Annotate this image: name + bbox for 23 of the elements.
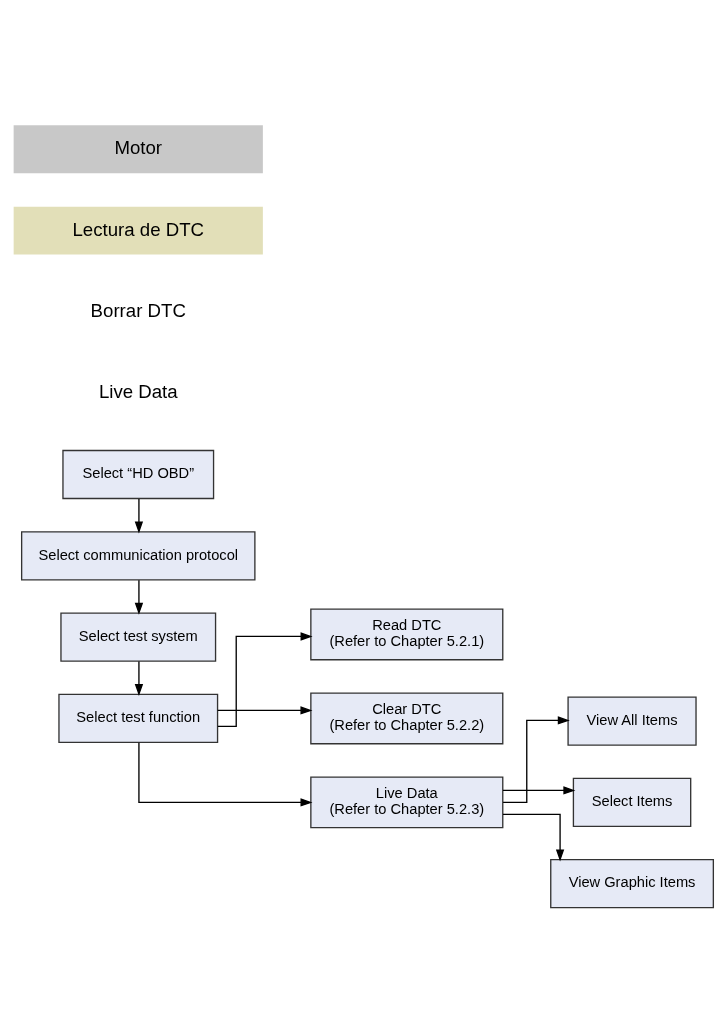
node-box: Select test function bbox=[58, 693, 219, 744]
arrow bbox=[502, 786, 576, 795]
node-box: Clear DTC (Refer to Chapter 5.2.2) bbox=[310, 692, 504, 745]
arrow bbox=[502, 716, 570, 804]
arrow bbox=[138, 742, 313, 807]
label: Borrar DTC bbox=[90, 299, 186, 321]
node-box: View Graphic Items bbox=[550, 859, 714, 909]
node-box: Live Data (Refer to Chapter 5.2.3) bbox=[310, 776, 504, 829]
node-box: Select communication protocol bbox=[20, 531, 256, 581]
arrow bbox=[134, 498, 144, 534]
node-box: Select “HD OBD” bbox=[62, 449, 215, 500]
label: Lectura de DTC bbox=[72, 218, 205, 240]
node-box: View All Items bbox=[567, 696, 697, 746]
arrow bbox=[134, 660, 144, 697]
arrow bbox=[217, 632, 313, 728]
arrow bbox=[134, 579, 144, 615]
label: Live Data bbox=[98, 381, 178, 403]
node-box: Select test system bbox=[60, 612, 217, 662]
arrow bbox=[217, 706, 313, 715]
node-box: Read DTC (Refer to Chapter 5.2.1) bbox=[310, 608, 504, 661]
label: Motor bbox=[114, 137, 163, 159]
node-box: Select Items bbox=[572, 777, 692, 828]
arrow bbox=[502, 813, 565, 862]
